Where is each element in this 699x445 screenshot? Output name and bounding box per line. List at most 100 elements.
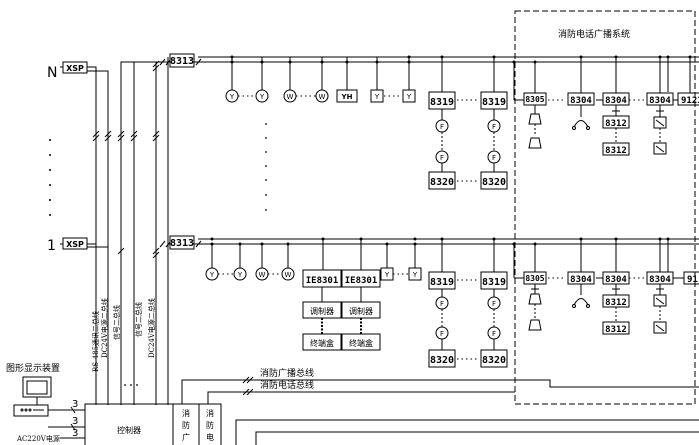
svg-text:F: F xyxy=(492,330,496,338)
svg-text:终端盒: 终端盒 xyxy=(349,338,373,348)
svg-text:F: F xyxy=(440,300,444,308)
horizontal-dot-connectors xyxy=(124,384,138,386)
svg-text:调制器: 调制器 xyxy=(349,306,373,316)
bus-box-8313-bottom xyxy=(169,235,195,250)
svg-text:8312: 8312 xyxy=(605,119,627,129)
svg-text:W: W xyxy=(287,93,294,101)
top-detector-YH: YH xyxy=(336,89,358,103)
bottom-module-box-1: Y xyxy=(380,267,394,281)
svg-text:Y: Y xyxy=(237,271,243,279)
svg-text:8319: 8319 xyxy=(482,97,506,108)
svg-text:8319: 8319 xyxy=(430,97,454,108)
broadcast-char-3: 广 xyxy=(182,432,190,442)
phone-char-2: 防 xyxy=(206,420,214,430)
svg-text:8320: 8320 xyxy=(482,355,506,366)
svg-text:调制器: 调制器 xyxy=(310,306,334,316)
top-detector-W-2: W xyxy=(315,89,329,103)
link-count-3: 3 xyxy=(72,428,78,439)
monitor-icon xyxy=(13,376,52,417)
svg-text:8304: 8304 xyxy=(649,275,671,285)
svg-text:8304: 8304 xyxy=(649,96,671,106)
link-count-1: 3 xyxy=(72,399,78,410)
top-module-box-1: Y xyxy=(370,89,384,103)
ie8301-group-2: IE8301 调制器 终端盒 xyxy=(341,269,381,351)
bus-box-label-top: 8313 xyxy=(170,56,194,67)
svg-text:F: F xyxy=(492,300,496,308)
bus-box-8313-top xyxy=(169,53,195,68)
svg-text:IE8301: IE8301 xyxy=(345,276,378,286)
region-title: 消防电话广播系统 xyxy=(558,28,630,40)
svg-text:8312: 8312 xyxy=(605,325,627,335)
svg-text:Y: Y xyxy=(374,93,380,101)
svg-text:8312: 8312 xyxy=(605,146,627,156)
phone-bus-label: 消防电话总线 xyxy=(260,379,314,391)
top-vertical-dots xyxy=(265,123,267,211)
bottom-broadcast-group: 8305 8304 8304 8312 8312 8304 xyxy=(513,239,699,335)
svg-text:8305: 8305 xyxy=(525,95,544,104)
svg-text:终端盒: 终端盒 xyxy=(310,338,334,348)
svg-text:8319: 8319 xyxy=(430,277,454,288)
svg-text:8319: 8319 xyxy=(482,277,506,288)
svg-text:Y: Y xyxy=(209,271,215,279)
phone-char-3: 电 xyxy=(206,432,214,442)
bottom-junction-dots xyxy=(210,237,670,246)
bottom-module-box-2: Y xyxy=(408,267,422,281)
svg-text:8312: 8312 xyxy=(605,298,627,308)
ac220v-label: AC220V电源 xyxy=(16,434,60,443)
bottom-8319-group: 8319 8319 F F F F 8320 8320 xyxy=(428,239,508,368)
svg-text:8320: 8320 xyxy=(430,355,454,366)
bus-box-label-bottom: 8313 xyxy=(170,238,194,249)
svg-text:Y: Y xyxy=(259,93,265,101)
svg-text:IE8301: IE8301 xyxy=(306,276,339,286)
bottom-detector-W-2: W xyxy=(281,267,295,281)
phone-char-1: 消 xyxy=(206,408,214,418)
svg-text:F: F xyxy=(492,154,496,162)
bottom-device-chain xyxy=(211,239,416,275)
floor-label-bottom: 1 xyxy=(47,238,56,254)
svg-text:91: 91 xyxy=(687,275,698,285)
floor-label-top: N xyxy=(47,65,57,81)
svg-text:Y: Y xyxy=(406,93,412,101)
top-module-box-2: Y xyxy=(402,89,416,103)
xsp-label-bottom: XSP xyxy=(66,240,84,249)
svg-text:F: F xyxy=(492,123,496,131)
ie8301-group-1: IE8301 调制器 终端盒 xyxy=(302,269,342,351)
signal-label-2: 信号二总线 xyxy=(134,302,143,337)
top-broadcast-group: 8305 8304 8304 8312 8312 8304 xyxy=(513,57,699,156)
main-risers xyxy=(120,57,170,405)
svg-text:8320: 8320 xyxy=(430,177,454,188)
link-count-2: 3 xyxy=(72,416,78,427)
svg-text:Y: Y xyxy=(412,271,418,279)
top-junction-dots xyxy=(230,55,692,64)
svg-text:8304: 8304 xyxy=(605,275,627,285)
floor-ellipsis-dots xyxy=(49,139,51,216)
xsp-label-top: XSP xyxy=(66,64,84,73)
svg-text:8304: 8304 xyxy=(605,96,627,106)
svg-text:8320: 8320 xyxy=(482,177,506,188)
graphic-display-title: 图形显示装置 xyxy=(6,362,60,374)
riser-ticks xyxy=(92,60,160,259)
controller-box xyxy=(84,403,174,445)
rs485-label: RS-485通讯二总线 xyxy=(91,311,100,372)
svg-text:Y: Y xyxy=(229,93,235,101)
bottom-detector-Y-1: Y xyxy=(205,267,219,281)
svg-text:W: W xyxy=(285,271,292,279)
top-detector-Y-1: Y xyxy=(225,89,239,103)
controller-links xyxy=(48,406,85,439)
top-8319-group: 8319 8319 F F F F 8320 8320 xyxy=(428,57,508,190)
svg-text:8304: 8304 xyxy=(570,275,592,285)
broadcast-phone-buses xyxy=(181,376,699,404)
svg-text:W: W xyxy=(259,271,266,279)
svg-text:W: W xyxy=(319,93,326,101)
xsp-feed-wires xyxy=(60,66,109,405)
bottom-detector-W-1: W xyxy=(255,267,269,281)
bottom-detector-Y-2: Y xyxy=(233,267,247,281)
svg-text:Y: Y xyxy=(384,271,390,279)
broadcast-bus-label: 消防广播总线 xyxy=(260,367,314,379)
svg-text:YH: YH xyxy=(341,93,353,101)
broadcast-char-1: 消 xyxy=(182,408,190,418)
svg-text:F: F xyxy=(440,123,444,131)
top-floor-bus xyxy=(159,56,699,66)
svg-text:8304: 8304 xyxy=(570,96,592,106)
dc24v-label-2: DC24V电源二总线 xyxy=(147,298,156,358)
